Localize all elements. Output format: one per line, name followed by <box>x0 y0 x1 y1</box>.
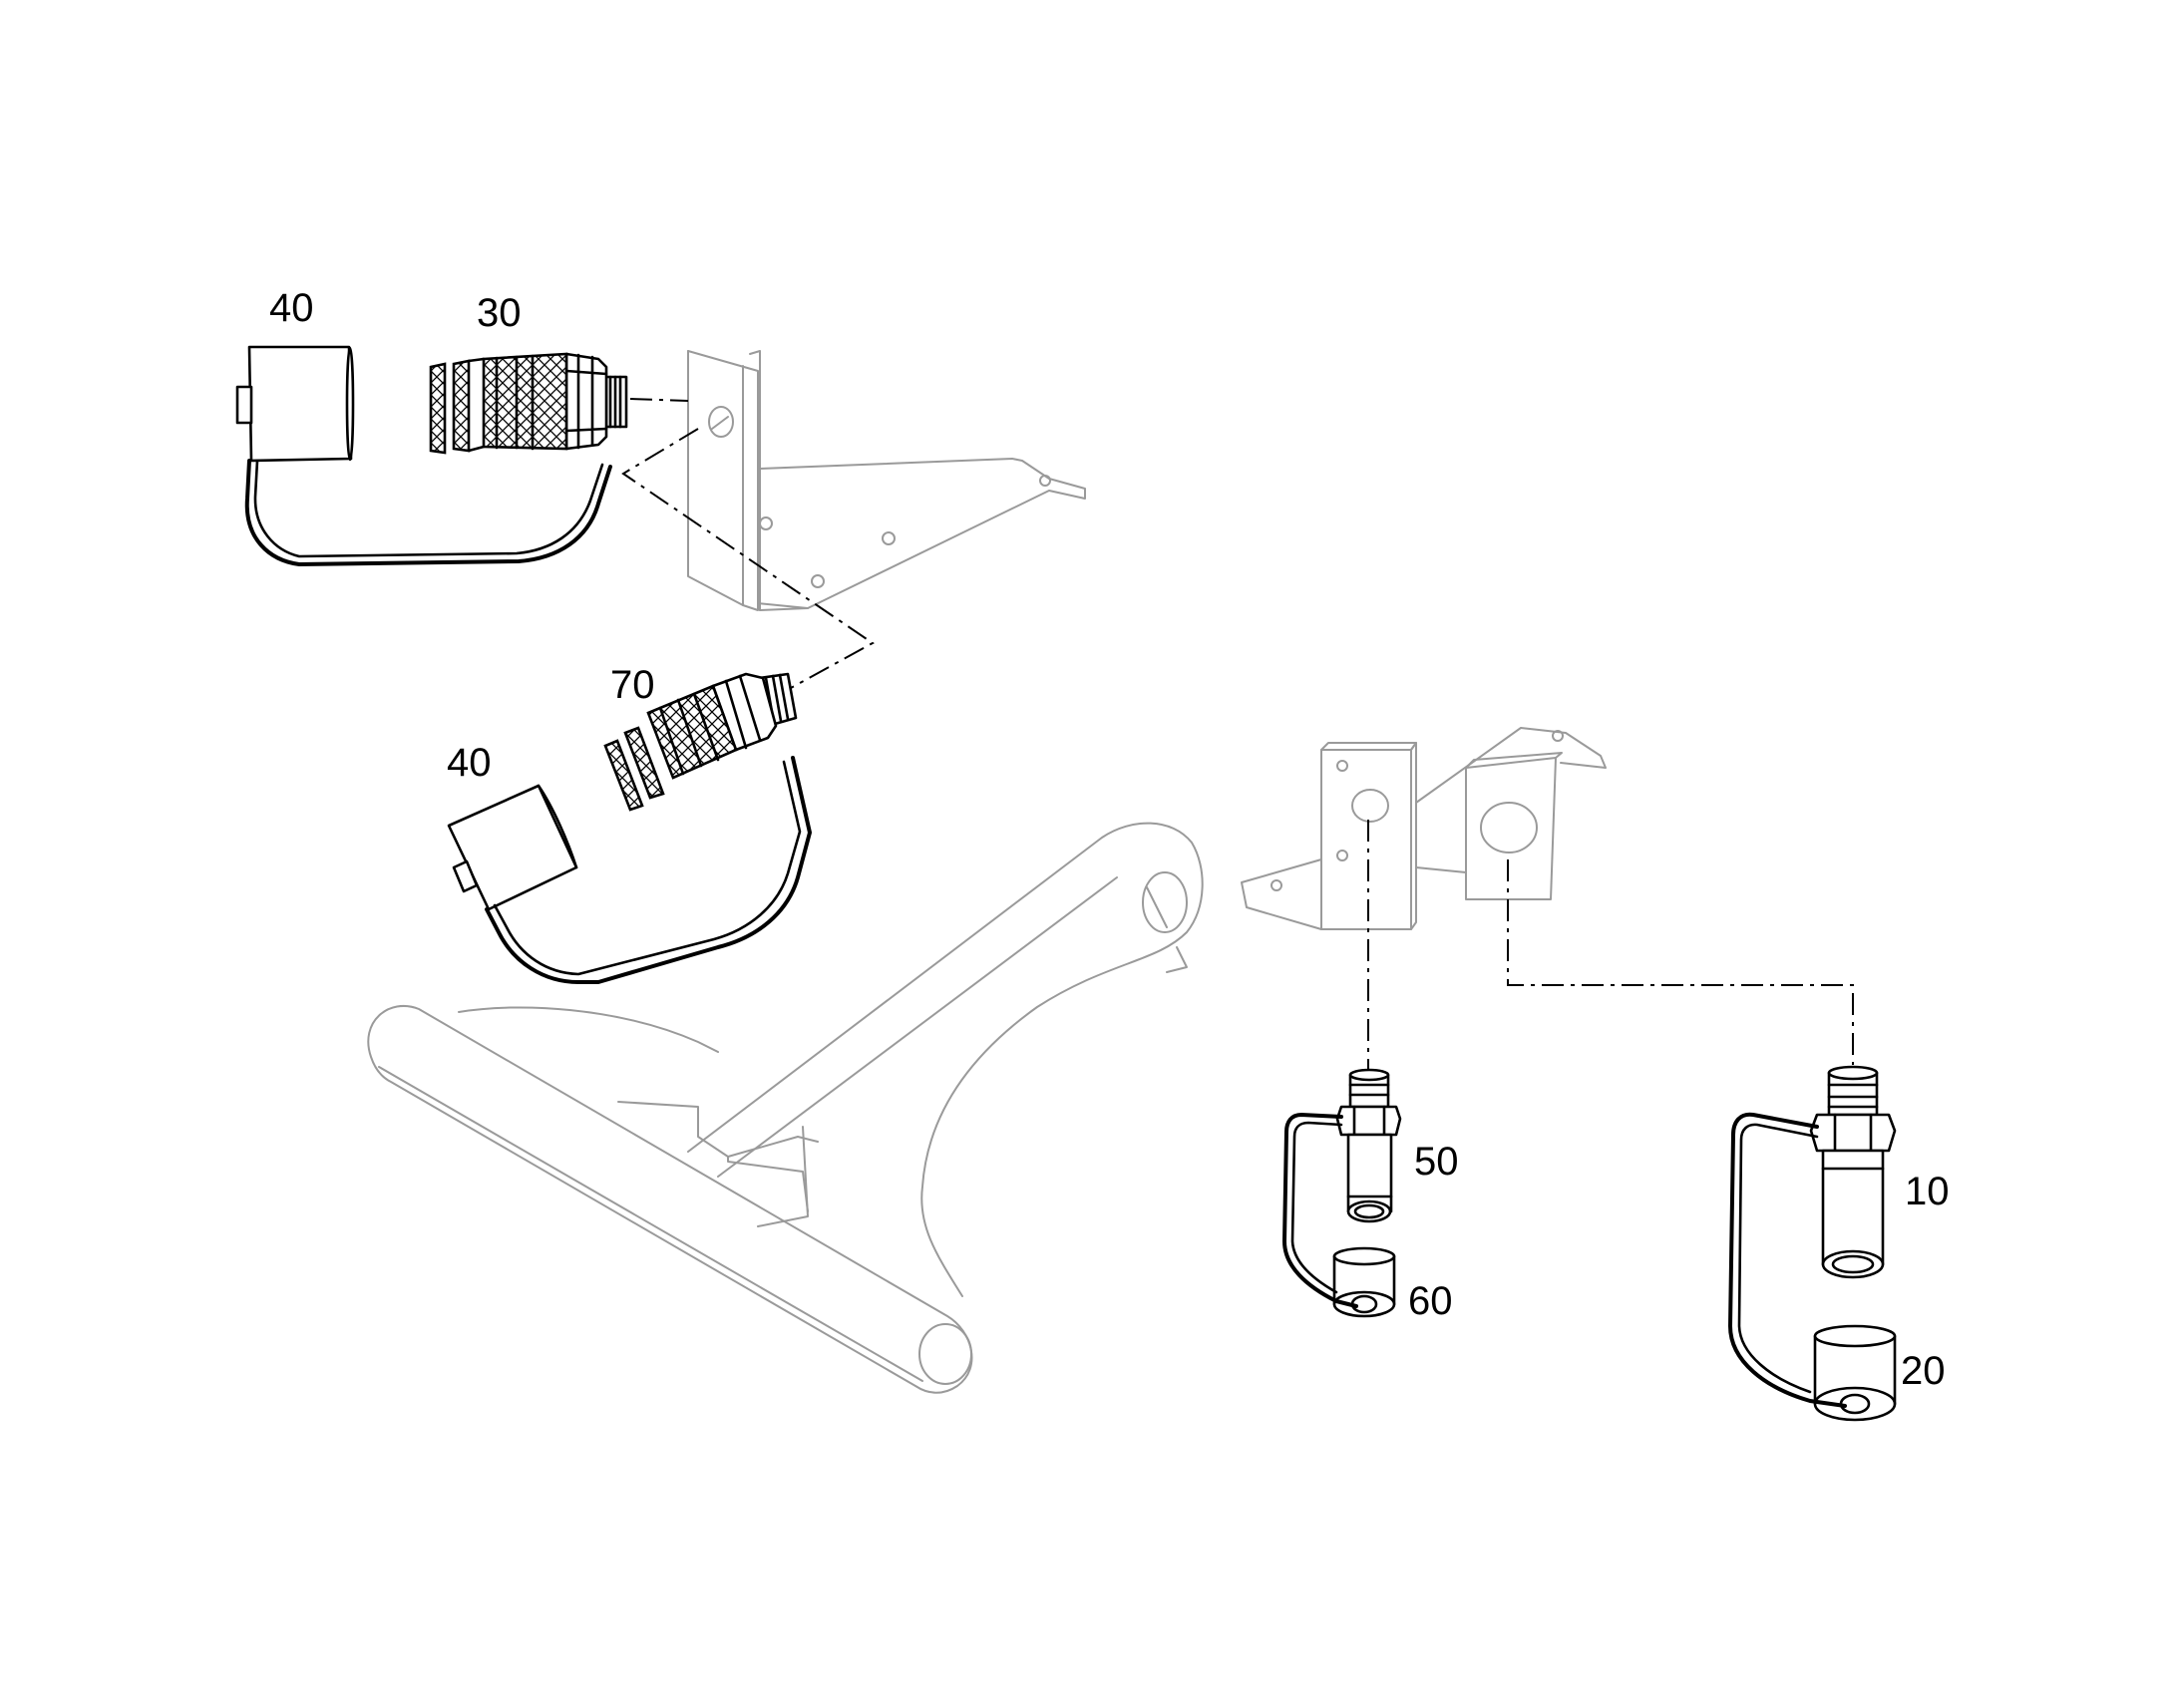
upper-mounting-bracket <box>687 350 1086 611</box>
label-30: 30 <box>477 291 522 335</box>
right-mounting-bracket <box>1241 727 1607 930</box>
part-40-dust-cap-middle <box>447 756 812 984</box>
part-60-protective-cap <box>1282 1113 1396 1318</box>
part-50-coupling-nipple <box>1335 1068 1402 1223</box>
part-70-quick-coupler <box>603 672 798 812</box>
label-70: 70 <box>610 663 655 707</box>
label-50: 50 <box>1414 1140 1459 1184</box>
label-10: 10 <box>1905 1170 1950 1213</box>
part-callouts: 40 30 70 40 50 60 10 20 <box>269 286 1950 1393</box>
part-40-dust-cap-top <box>235 345 612 566</box>
part-30-quick-coupler <box>429 352 628 455</box>
part-20-protective-cap <box>1728 1112 1897 1422</box>
assembly-center-lines <box>621 398 1854 1072</box>
part-10-coupling-nipple <box>1809 1065 1897 1279</box>
frame-arm-background <box>367 822 1204 1394</box>
label-40-middle: 40 <box>447 741 492 785</box>
label-40-top: 40 <box>269 286 314 330</box>
label-20: 20 <box>1901 1349 1946 1393</box>
label-60: 60 <box>1408 1279 1453 1323</box>
